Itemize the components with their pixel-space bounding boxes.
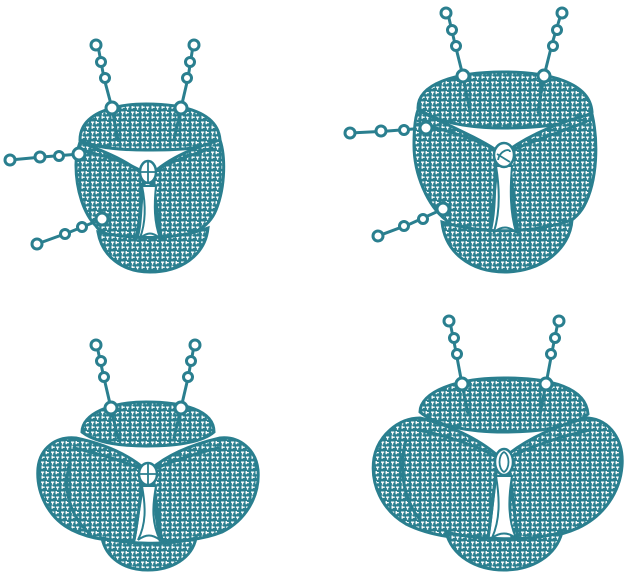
lobe-top [80, 104, 220, 150]
antenna-left-lower [32, 219, 102, 249]
socket [73, 148, 85, 160]
lobe-left [373, 418, 498, 538]
socket [538, 70, 550, 82]
socket [106, 102, 118, 114]
socket [175, 102, 187, 114]
antenna-left-upper [5, 152, 80, 166]
lobe-top [418, 72, 592, 128]
antenna-top-left [441, 8, 463, 76]
lobe-right [150, 140, 224, 240]
socket [175, 402, 187, 414]
lobe-right [506, 114, 596, 234]
socket [456, 378, 468, 390]
socket [540, 378, 552, 390]
panel-top-left [5, 40, 224, 272]
antenna-top-left [444, 316, 462, 384]
antenna-top-right [544, 8, 567, 76]
antenna-top-right [546, 316, 564, 384]
panel-bottom-right [373, 316, 622, 570]
lobe-right [150, 438, 258, 541]
antenna-top-right [181, 40, 199, 108]
socket [420, 122, 432, 134]
socket [105, 402, 117, 414]
lobe-bottom [102, 538, 196, 570]
antenna-left-lower [373, 209, 443, 241]
panel-bottom-left [38, 340, 258, 570]
socket [457, 70, 469, 82]
lobe-top [82, 402, 214, 446]
antenna-top-left [91, 340, 111, 408]
antenna-top-right [181, 340, 200, 408]
lobe-bottom [446, 532, 562, 570]
socket [437, 203, 449, 215]
panel-top-right [345, 8, 596, 272]
socket [96, 213, 108, 225]
antenna-top-left [91, 40, 112, 108]
